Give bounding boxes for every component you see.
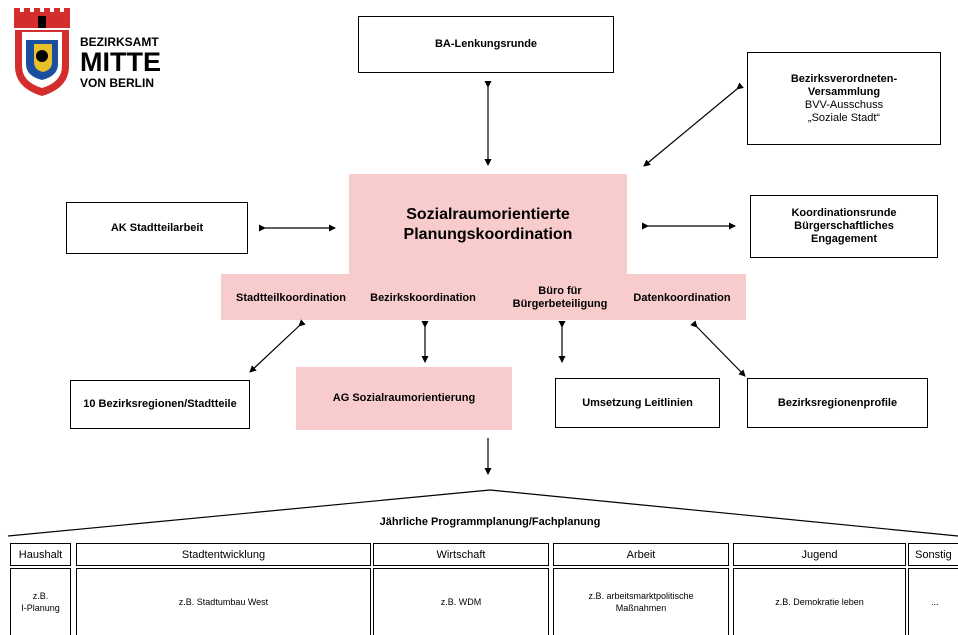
buero-label-line1: Büro für bbox=[538, 285, 582, 297]
table-header-cell: Wirtschaft bbox=[373, 543, 549, 566]
center-block-bottom bbox=[221, 274, 746, 320]
logo-wordmark: BEZIRKSAMT MITTE VON BERLIN bbox=[80, 36, 161, 89]
bezirkskoordination-label: Bezirkskoordination bbox=[370, 291, 476, 304]
bvv-sub-line1: BVV-Ausschuss bbox=[804, 98, 884, 111]
table-header-cell: Sonstig bbox=[908, 543, 958, 566]
table-header-cell: Jugend bbox=[733, 543, 906, 566]
bvv-sub-line2: „Soziale Stadt“ bbox=[807, 111, 881, 124]
ba-lenkungsrunde-box: BA-Lenkungsrunde bbox=[358, 16, 614, 73]
koord-line2: Bürgerschaftliches bbox=[794, 220, 894, 232]
logo-line1: BEZIRKSAMT bbox=[80, 35, 159, 49]
bvv-title-line2: Versammlung bbox=[807, 85, 881, 98]
table-body-cell: z.B. WDM bbox=[373, 568, 549, 635]
bezirksregionenprofile-label: Bezirksregionenprofile bbox=[777, 396, 898, 409]
center-title: Sozialraumorientierte Planungskoordinati… bbox=[349, 200, 627, 250]
bezirksregionenprofile-box: Bezirksregionenprofile bbox=[747, 378, 928, 428]
logo-line2: MITTE bbox=[80, 47, 161, 77]
table-header-cell: Arbeit bbox=[553, 543, 729, 566]
bezirksamt-logo: BEZIRKSAMT MITTE VON BERLIN bbox=[12, 8, 161, 98]
arrow-regionen bbox=[249, 319, 306, 373]
stadtteilkoordination-label: Stadtteilkoordination bbox=[236, 291, 346, 304]
ag-block bbox=[296, 367, 512, 430]
table-header-cell: Haushalt bbox=[10, 543, 71, 566]
coat-of-arms-icon bbox=[14, 8, 70, 96]
bezirksregionen-box: 10 Bezirksregionen/Stadtteile bbox=[70, 380, 250, 429]
program-title: Jährliche Programmplanung/Fachplanung bbox=[379, 515, 601, 528]
koord-line3: Engagement bbox=[810, 233, 877, 245]
ak-stadtteilarbeit-label: AK Stadtteilarbeit bbox=[110, 221, 204, 234]
table-body-cell: z.B. I-Planung bbox=[10, 568, 71, 635]
bvv-title-line1: Bezirksverordneten- bbox=[790, 72, 898, 85]
program-roof bbox=[7, 489, 958, 537]
bezirksregionen-label: 10 Bezirksregionen/Stadtteile bbox=[83, 398, 237, 410]
table-body-cell: z.B. Stadtumbau West bbox=[76, 568, 371, 635]
table-body-cell: ... bbox=[908, 568, 958, 635]
umsetzung-leitlinien-label: Umsetzung Leitlinien bbox=[582, 396, 693, 409]
table-body-cell: z.B. arbeitsmarktpolitische Maßnahmen bbox=[553, 568, 729, 635]
center-block-top bbox=[349, 174, 627, 274]
buero-label-line2: Bürgerbeteiligung bbox=[512, 298, 608, 310]
umsetzung-leitlinien-box: Umsetzung Leitlinien bbox=[555, 378, 720, 428]
arrow-bvv-center bbox=[643, 82, 744, 167]
center-title-line1: Sozialraumorientierte bbox=[406, 206, 570, 223]
bvv-box: Bezirksverordneten- Versammlung BVV-Auss… bbox=[747, 52, 941, 145]
center-title-line2: Planungskoordination bbox=[403, 226, 573, 243]
koordinationsrunde-box: Koordinationsrunde Bürgerschaftliches En… bbox=[750, 195, 938, 258]
table-header-cell: Stadtentwicklung bbox=[76, 543, 371, 566]
datenkoordination-label: Datenkoordination bbox=[633, 291, 731, 304]
koord-line1: Koordinationsrunde bbox=[791, 207, 897, 219]
arrow-profile bbox=[690, 320, 746, 377]
table-body-cell: z.B. Demokratie leben bbox=[733, 568, 906, 635]
ak-stadtteilarbeit-box: AK Stadtteilarbeit bbox=[66, 202, 248, 254]
ag-sozialraumorientierung-label: AG Sozialraumorientierung bbox=[332, 391, 476, 404]
logo-line3: VON BERLIN bbox=[80, 76, 155, 90]
ba-lenkungsrunde-label: BA-Lenkungsrunde bbox=[434, 38, 538, 50]
buero-label: Büro für Bürgerbeteiligung bbox=[500, 283, 620, 313]
